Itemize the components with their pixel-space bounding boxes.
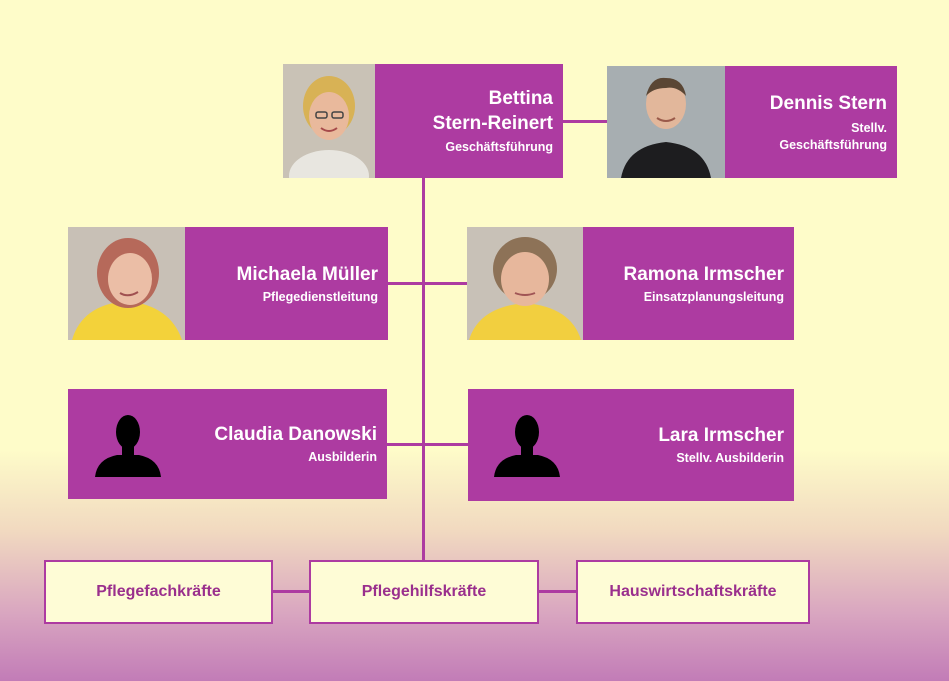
michaela-text: Michaela Müller Pflegedienstleitung — [237, 227, 379, 340]
portrait-photo — [283, 64, 375, 178]
card-lara: Lara Irmscher Stellv. Ausbilderin — [468, 389, 794, 501]
staff-box-pflegefachkraefte: Pflegefachkräfte — [44, 560, 273, 624]
person-name: Dennis Stern — [769, 92, 887, 114]
person-role: Einsatzplanungsleitung — [643, 289, 784, 304]
connector-top-pair — [562, 120, 607, 123]
dennis-text: Dennis Stern Stellv. Geschäftsführung — [770, 66, 887, 178]
person-name: Lara Irmscher — [658, 425, 784, 446]
connector-staff-right — [538, 590, 577, 593]
ramona-text: Ramona Irmscher Einsatzplanungsleitung — [623, 227, 784, 340]
connector-staff-left — [272, 590, 310, 593]
connector-vertical-main — [422, 177, 425, 561]
staff-box-pflegehilfskraefte: Pflegehilfskräfte — [309, 560, 539, 624]
person-name: Michaela Müller — [236, 263, 379, 285]
card-ramona: Ramona Irmscher Einsatzplanungsleitung — [467, 227, 794, 340]
card-michaela: Michaela Müller Pflegedienstleitung — [68, 227, 388, 340]
person-role: Pflegedienstleitung — [262, 289, 378, 304]
silhouette-icon — [95, 415, 161, 477]
person-role: Stellv. Ausbilderin — [676, 451, 784, 465]
portrait-photo — [68, 227, 185, 340]
lara-text: Lara Irmscher Stellv. Ausbilderin — [658, 389, 784, 501]
person-name: Ramona Irmscher — [623, 263, 784, 285]
person-role: Stellv. — [851, 120, 887, 135]
portrait-photo — [467, 227, 583, 340]
claudia-text: Claudia Danowski Ausbilderin — [214, 389, 377, 499]
portrait-photo — [607, 66, 725, 178]
person-role: Geschäftsführung — [445, 140, 553, 154]
person-name: Stern-Reinert — [432, 113, 553, 134]
silhouette-icon — [494, 415, 560, 477]
person-role: Ausbilderin — [308, 450, 377, 464]
connector-row2 — [387, 282, 468, 285]
card-claudia: Claudia Danowski Ausbilderin — [68, 389, 387, 499]
person-role: Geschäftsführung — [779, 137, 887, 152]
connector-row3 — [386, 443, 468, 446]
person-name: Bettina — [488, 88, 553, 109]
card-bettina: Bettina Stern-Reinert Geschäftsführung — [283, 64, 563, 178]
bettina-text: Bettina Stern-Reinert Geschäftsführung — [433, 64, 553, 178]
staff-box-hauswirtschaftskraefte: Hauswirtschaftskräfte — [576, 560, 810, 624]
person-name: Claudia Danowski — [214, 424, 377, 445]
card-dennis: Dennis Stern Stellv. Geschäftsführung — [607, 66, 897, 178]
